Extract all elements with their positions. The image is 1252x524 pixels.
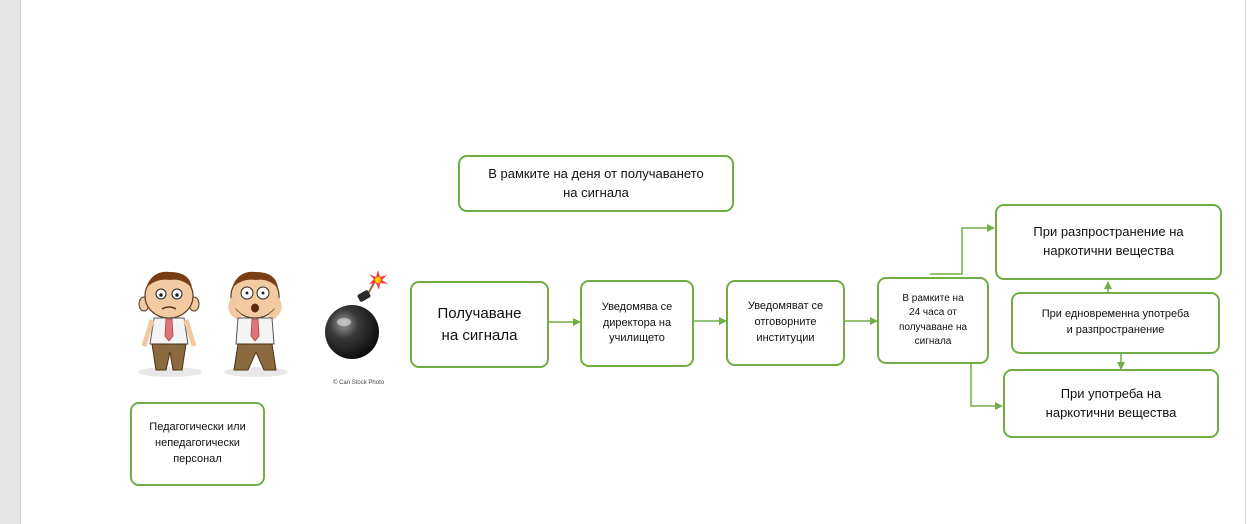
within-24h-box: В рамките на 24 часа от получаване на си… [877,277,989,364]
receive-signal-box: Получаване на сигнала [410,281,549,368]
left-margin-line [20,0,21,524]
simultaneous-box: При едновременна употреба и разпростране… [1011,292,1220,354]
use-box: При употреба на наркотични вещества [1003,369,1219,438]
distribution-box: При разпространение на наркотични вещест… [995,204,1222,280]
arrow-24h-to-distribution [930,224,995,275]
left-margin-rail [0,0,20,524]
worried-man-icon [138,271,202,377]
arrow-24h-to-use [970,364,1003,410]
image-credit: © Can Stock Photo [333,380,385,386]
notify-director-box: Уведомява се директора на училището [580,280,694,367]
right-margin-line [1245,0,1246,524]
deadline-note-box: В рамките на деня от получаването на сиг… [458,155,734,212]
staff-label-box: Педагогически или непедагогически персон… [130,402,265,486]
bomb-icon [325,270,388,359]
notify-institutions-box: Уведомяват се отговорните институции [726,280,845,366]
scared-man-icon [224,271,288,377]
